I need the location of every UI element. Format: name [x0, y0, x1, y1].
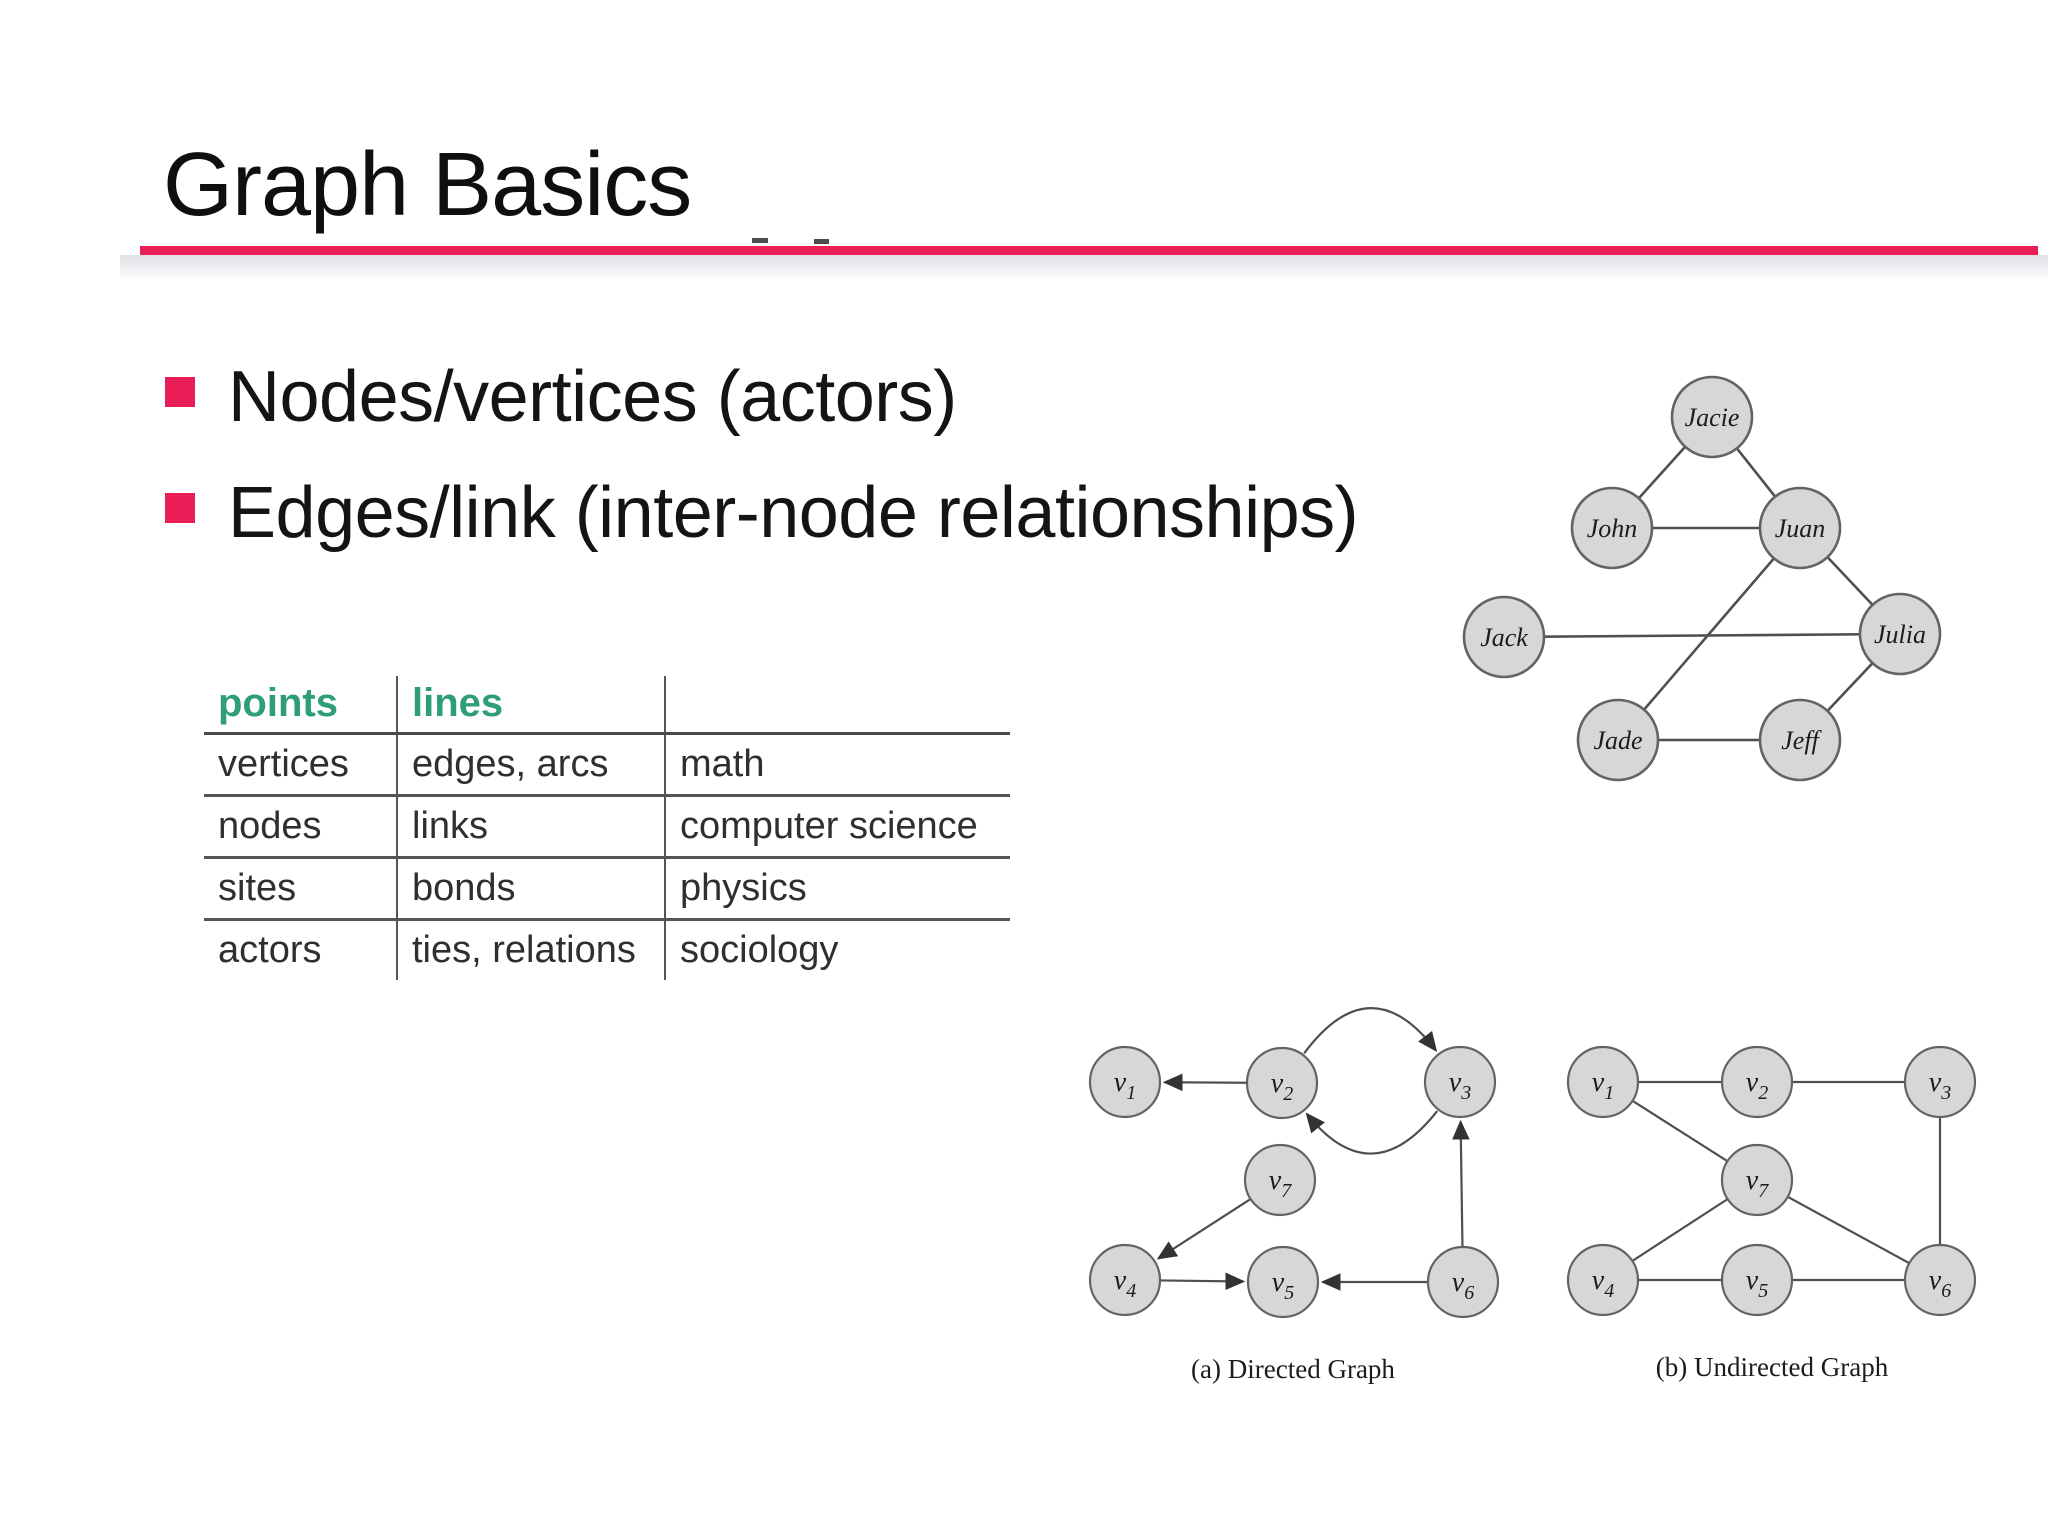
- graph-node-jacie: Jacie: [1670, 375, 1754, 459]
- graph-node-label: Jacie: [1685, 403, 1740, 432]
- graph-edge: [1503, 632, 1901, 639]
- table-cell: ties, relations: [397, 919, 666, 980]
- graph-node-jeff: Jeff: [1758, 698, 1842, 782]
- graph-node-juan: Juan: [1758, 486, 1842, 570]
- table-cell: sociology: [680, 929, 839, 971]
- graph-node-v1: v1: [1088, 1045, 1162, 1119]
- graph-node-label: Jeff: [1781, 726, 1822, 755]
- graph-node-jade: Jade: [1576, 698, 1660, 782]
- graph-node-v3: v3: [1423, 1045, 1497, 1119]
- graph-node-v4: v4: [1566, 1243, 1640, 1317]
- graph-node-v3: v3: [1903, 1045, 1977, 1119]
- table-col-header: [665, 676, 1010, 735]
- directed-graph-figure: v1 v2 v3 v7 v4 v5 v6 (a) Directed Graph: [1088, 1007, 1500, 1384]
- table-cell: physics: [665, 857, 1010, 921]
- graph-node-label: John: [1587, 514, 1638, 543]
- graph-node-v6: v6: [1426, 1245, 1500, 1319]
- title-underline-shadow: [120, 255, 2048, 281]
- table-cell: nodes: [204, 795, 398, 859]
- graph-node-label: Jack: [1480, 623, 1528, 652]
- bullet-square-icon: [165, 377, 195, 407]
- graph-node-v1: v1: [1566, 1045, 1640, 1119]
- graph-node-v5: v5: [1720, 1243, 1794, 1317]
- graph-node-john: John: [1570, 486, 1654, 570]
- figure-caption: (b) Undirected Graph: [1656, 1352, 1889, 1382]
- table-cell: edges, arcs: [397, 733, 666, 797]
- graph-edge: [1160, 1272, 1246, 1291]
- table-cell: vertices: [204, 733, 398, 797]
- graph-edge: [1617, 527, 1801, 741]
- title-underline: [140, 246, 2038, 255]
- undirected-graph-figure: v1 v2 v3 v7 v4 v5 v6 (b) Undirected Graph: [1566, 1045, 1977, 1382]
- table-cell: computer science: [665, 795, 1010, 859]
- table-cell: sites: [204, 857, 398, 921]
- graph-edge: [1452, 1119, 1470, 1247]
- graph-edge: [1156, 1198, 1251, 1260]
- graph-node-jack: Jack: [1462, 595, 1546, 679]
- page-title: Graph Basics: [163, 135, 692, 235]
- table-cell: links: [397, 795, 666, 859]
- table-cell: bonds: [397, 857, 666, 921]
- graph-node-v2: v2: [1720, 1045, 1794, 1119]
- graph-node-v6: v6: [1903, 1243, 1977, 1317]
- figure-caption: (a) Directed Graph: [1191, 1354, 1395, 1384]
- graph-node-label: Jade: [1593, 726, 1642, 755]
- bullet-item-edges: Edges/link (inter-node relationships): [228, 473, 1359, 553]
- graph-node-julia: Julia: [1858, 592, 1942, 676]
- table-cell: math: [665, 733, 1010, 797]
- table-col-header: lines: [397, 676, 666, 735]
- graph-edge: [1305, 1110, 1439, 1155]
- graph-edge: [1303, 1007, 1438, 1054]
- graph-node-v7: v7: [1720, 1143, 1794, 1217]
- graph-node-v7: v7: [1243, 1143, 1317, 1217]
- graph-node-label: Julia: [1874, 620, 1926, 649]
- artifact-dash: [752, 238, 768, 243]
- graph-edge: [1162, 1073, 1247, 1092]
- table-col-header: points: [204, 676, 398, 735]
- graph-node-v2: v2: [1245, 1046, 1319, 1120]
- bullet-item-nodes: Nodes/vertices (actors): [228, 357, 957, 437]
- graph-node-v5: v5: [1246, 1245, 1320, 1319]
- graph-node-v4: v4: [1088, 1243, 1162, 1317]
- table-cell: actors: [204, 919, 398, 980]
- graph-node-label: Juan: [1775, 514, 1826, 543]
- bullet-square-icon: [165, 493, 195, 523]
- artifact-dash: [814, 239, 829, 244]
